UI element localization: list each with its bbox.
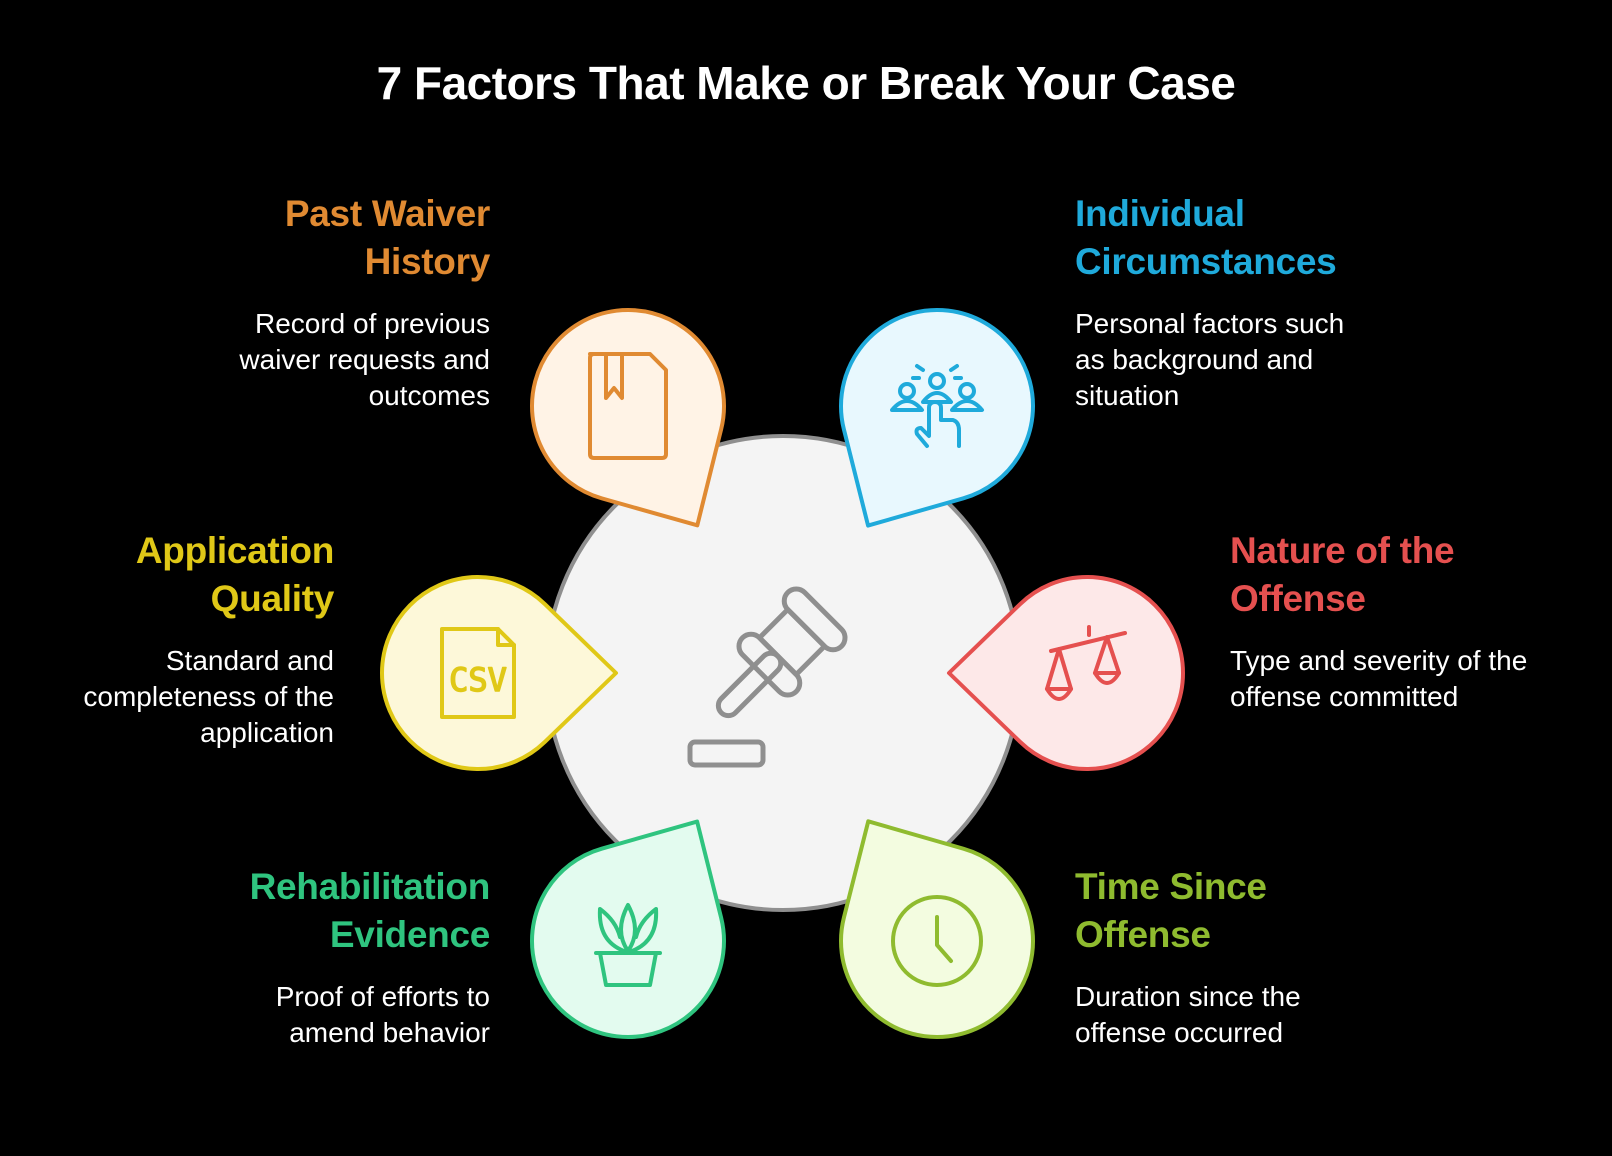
factor-heading: Application Quality — [135, 530, 334, 619]
factor-description: Duration since the offense occurred — [1075, 981, 1301, 1048]
pin-shape — [530, 819, 726, 1039]
scales-icon — [1045, 625, 1127, 701]
factor-description: Proof of efforts to amend behavior — [275, 981, 490, 1048]
factor-pin-application: CSV — [380, 575, 618, 771]
factor-heading: Time Since Offense — [1075, 866, 1267, 955]
factor-description: Standard and completeness of the applica… — [83, 645, 334, 748]
factor-past-waiver: Past Waiver History Record of previous w… — [190, 190, 490, 414]
gavel-icon — [687, 586, 848, 768]
factor-pin-individual — [839, 308, 1035, 528]
factor-pin-past-waiver — [530, 308, 726, 528]
plant-pot-icon — [594, 903, 662, 987]
factor-description: Record of previous waiver requests and o… — [239, 308, 490, 411]
people-pointer-icon — [890, 364, 984, 448]
diagram-title: 7 Factors That Make or Break Your Case — [376, 57, 1236, 109]
factor-individual: Individual Circumstances Personal factor… — [1075, 190, 1375, 414]
factor-heading: Rehabilitation Evidence — [249, 866, 491, 955]
factor-rehab: Rehabilitation Evidence Proof of efforts… — [190, 863, 491, 1051]
pin-shape — [530, 308, 726, 528]
factor-description: Personal factors such as background and … — [1075, 308, 1345, 411]
factor-time: Time Since Offense Duration since the of… — [1075, 863, 1375, 1051]
factor-pin-rehab — [530, 819, 726, 1039]
pin-shape — [839, 308, 1035, 528]
pin-shape — [380, 575, 618, 771]
factor-pin-offense — [947, 575, 1185, 771]
bookmark-file-icon — [588, 352, 668, 460]
clock-icon — [891, 895, 983, 987]
factor-heading: Nature of the Offense — [1230, 530, 1455, 619]
factor-pin-time — [839, 819, 1035, 1039]
factor-heading: Past Waiver History — [284, 193, 490, 282]
factor-heading: Individual Circumstances — [1075, 193, 1337, 282]
factor-description: Type and severity of the offense committ… — [1230, 645, 1528, 712]
factor-offense: Nature of the Offense Type and severity … — [1230, 527, 1560, 715]
factor-application: Application Quality Standard and complet… — [34, 527, 334, 751]
csv-file-icon: CSV — [440, 627, 516, 719]
svg-text:CSV: CSV — [449, 661, 507, 699]
